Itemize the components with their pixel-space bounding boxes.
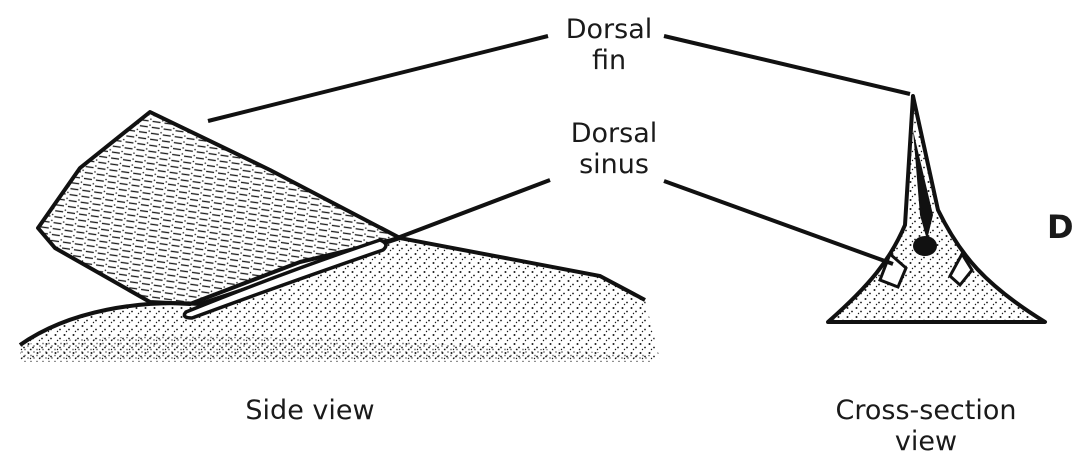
cross-section-body — [828, 96, 1045, 322]
label-dorsal-sinus-line2: sinus — [571, 149, 658, 180]
label-side-view-text: Side view — [245, 395, 374, 426]
leader-sinus-to-side — [392, 180, 550, 240]
label-dorsal-fin-line1: Dorsal — [566, 14, 653, 45]
label-dorsal-sinus-line1: Dorsal — [571, 118, 658, 149]
label-dorsal-sinus: Dorsal sinus — [571, 118, 658, 180]
label-cross-section-view: Cross-section view — [836, 395, 1017, 457]
label-dorsal-fin: Dorsal fin — [566, 14, 653, 76]
label-dorsal-fin-line2: fin — [566, 45, 653, 76]
panel-letter: D — [1047, 208, 1073, 246]
label-side-view: Side view — [245, 395, 374, 426]
leader-sinus-to-cross — [664, 181, 893, 264]
label-cross-section-line1: Cross-section — [836, 395, 1017, 426]
cross-section-neural-canal — [913, 236, 937, 256]
label-cross-section-line2: view — [836, 426, 1017, 457]
leader-fin-to-side — [208, 36, 548, 121]
leader-fin-to-cross — [664, 36, 910, 94]
